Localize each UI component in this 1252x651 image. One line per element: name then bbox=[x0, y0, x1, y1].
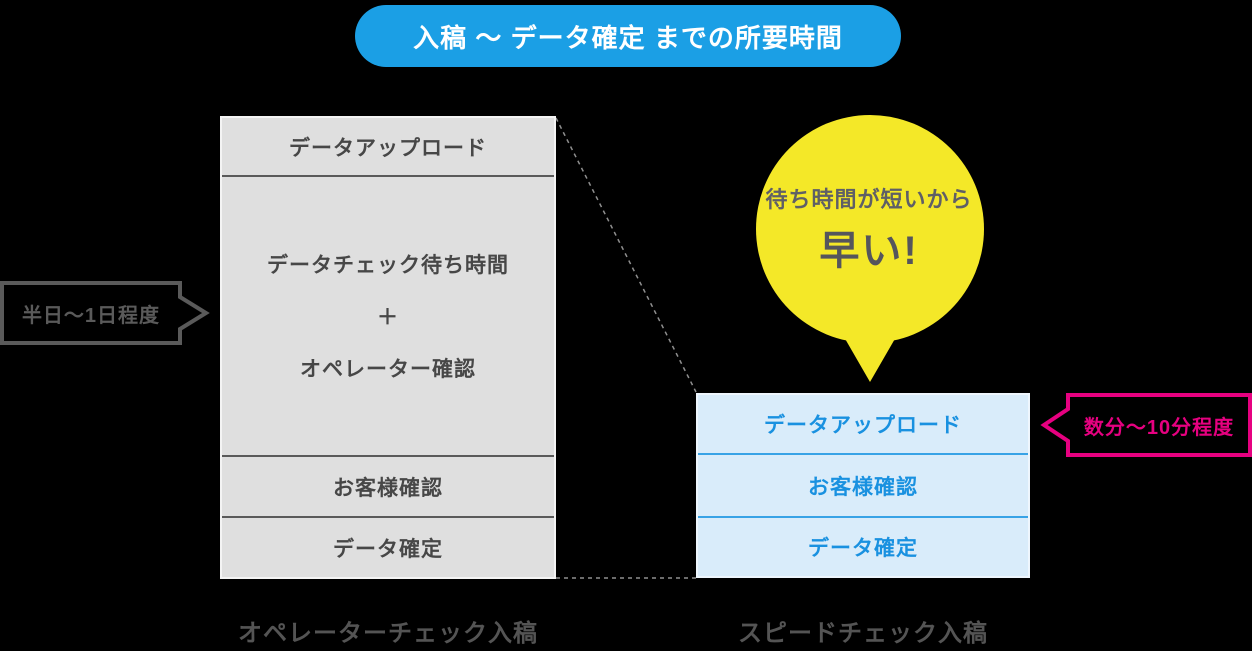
caption-operator: オペレーターチェック入稿 bbox=[238, 620, 538, 647]
duration-callout-left-frame bbox=[0, 281, 210, 345]
operator-wait-line2: オペレーター確認 bbox=[300, 358, 476, 381]
speed-customer-check-label: お客様確認 bbox=[808, 475, 918, 499]
speed-step-upload: データアップロード bbox=[698, 395, 1028, 455]
operator-data-fix-label: データ確定 bbox=[333, 537, 443, 561]
duration-callout-right: 数分～10分程度 bbox=[1068, 393, 1250, 457]
title-banner: 入稿 ～ データ確定 までの所要時間 bbox=[355, 5, 901, 67]
bubble-line1: 待ち時間が短いから bbox=[765, 187, 973, 212]
dashed-connector-top bbox=[555, 117, 697, 393]
duration-callout-left: 半日～1日程度 bbox=[0, 281, 182, 345]
callout-left-border bbox=[0, 281, 210, 345]
speech-bubble-text: 待ち時間が短いから 早い! bbox=[754, 182, 984, 276]
duration-left-text: 半日～1日程度 bbox=[21, 304, 161, 327]
operator-wait-line1: データチェック待ち時間 bbox=[267, 254, 509, 277]
operator-step-upload: データアップロード bbox=[222, 118, 554, 177]
operator-step-upload-label: データアップロード bbox=[289, 136, 487, 160]
callout-right-border bbox=[1040, 393, 1252, 457]
speech-bubble bbox=[756, 115, 984, 382]
speed-step-upload-label: データアップロード bbox=[764, 414, 962, 437]
speed-data-fix-label: データ確定 bbox=[808, 537, 918, 560]
title-text: 入稿 ～ データ確定 までの所要時間 bbox=[413, 22, 843, 53]
speech-bubble-tail bbox=[840, 330, 900, 382]
operator-step-data-fix: データ確定 bbox=[222, 518, 554, 577]
bubble-line2: 早い! bbox=[819, 229, 919, 273]
operator-step-wait: データチェック待ち時間 ＋ オペレーター確認 bbox=[222, 177, 554, 457]
caption-speed: スピードチェック入稿 bbox=[738, 620, 988, 647]
speech-bubble-circle bbox=[756, 115, 984, 343]
speed-step-customer-check: お客様確認 bbox=[698, 455, 1028, 518]
duration-callout-right-frame bbox=[1040, 393, 1252, 457]
operator-customer-check-label: お客様確認 bbox=[333, 476, 443, 500]
operator-step-customer-check: お客様確認 bbox=[222, 457, 554, 518]
speed-box: データアップロード お客様確認 データ確定 bbox=[696, 393, 1030, 578]
duration-right-text: 数分～10分程度 bbox=[1083, 416, 1235, 439]
operator-box: データアップロード データチェック待ち時間 ＋ オペレーター確認 お客様確認 デ… bbox=[220, 116, 556, 579]
speed-step-data-fix: データ確定 bbox=[698, 518, 1028, 576]
plus-sign: ＋ bbox=[377, 306, 399, 329]
